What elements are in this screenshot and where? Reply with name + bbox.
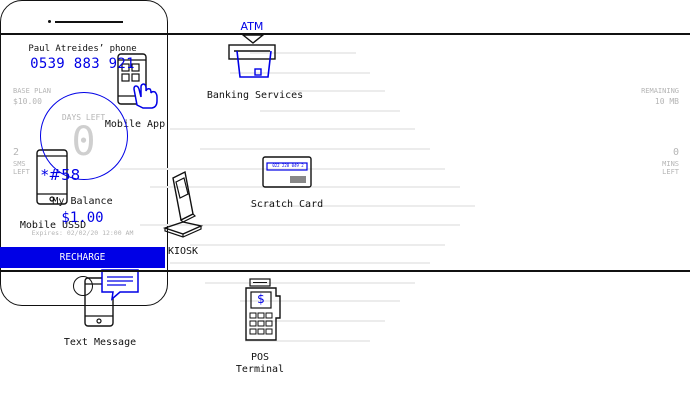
stripe — [250, 205, 475, 207]
camera-dot — [48, 20, 51, 23]
stripe — [120, 168, 445, 170]
sms-value: 2 — [13, 147, 20, 158]
kiosk-icon — [162, 170, 204, 238]
days-left-value: 0 — [71, 119, 96, 165]
mobile-app-label: Mobile App — [104, 119, 166, 130]
scratch-card-icon — [262, 156, 312, 188]
mins-value: 0 — [672, 147, 679, 158]
stripe — [245, 340, 370, 342]
speaker-line — [55, 21, 123, 23]
base-plan-value: $10.00 — [13, 97, 42, 106]
stripe — [205, 282, 415, 284]
pos-terminal-icon — [245, 278, 281, 341]
stripe — [260, 110, 400, 112]
stripe — [250, 52, 356, 54]
pos-dollar-symbol: $ — [257, 292, 265, 306]
phone-bottom-divider — [0, 270, 690, 272]
stripe — [190, 244, 445, 246]
stripe — [170, 128, 415, 130]
atm-sign: ATM — [240, 20, 264, 33]
base-plan-label: BASE PLAN — [13, 87, 51, 95]
stripe — [230, 72, 370, 74]
stripe — [240, 300, 400, 302]
banking-services-label: Banking Services — [206, 90, 304, 101]
pos-label-line1: POS — [250, 352, 270, 363]
days-left-label: DAYS LEFT — [61, 113, 106, 122]
balance-value: $1.00 — [61, 210, 104, 226]
mobile-app-icon — [117, 53, 158, 109]
kiosk-label: KIOSK — [167, 246, 199, 257]
card-number: 022 228 049 2 — [272, 163, 304, 168]
phone-top-divider — [0, 33, 690, 35]
mobile-ussd-label: Mobile USSD — [19, 220, 87, 231]
balance-label: My Balance — [52, 196, 113, 207]
stripe — [200, 148, 430, 150]
stripe — [290, 90, 385, 92]
pos-label-line2: Terminal — [235, 364, 285, 375]
expires-text: Expires: 02/02/20 12:00 AM — [31, 229, 134, 237]
days-left-circle: DAYS LEFT 0 — [40, 92, 128, 180]
home-button[interactable] — [73, 276, 93, 296]
mins-left-label: LEFT — [662, 168, 679, 176]
text-message-label: Text Message — [63, 337, 137, 348]
stripe — [170, 262, 430, 264]
sms-label: SMS — [13, 160, 26, 168]
scratch-card-label: Scratch Card — [250, 199, 324, 210]
remaining-value: 10 MB — [654, 97, 679, 106]
text-message-icon — [84, 269, 139, 327]
stripe — [140, 224, 460, 226]
phone-mockup: Paul Atreides’ phone 0539 883 921 BASE P… — [0, 0, 690, 306]
atm-icon — [228, 34, 276, 78]
sms-left-label: LEFT — [13, 168, 30, 176]
mins-label: MINS — [662, 160, 679, 168]
recharge-button[interactable]: RECHARGE — [0, 247, 165, 268]
stripe — [260, 320, 385, 322]
phone-owner-title: Paul Atreides’ phone — [28, 44, 137, 54]
phone-number: 0539 883 921 — [30, 56, 135, 72]
remaining-label: REMAINING — [641, 87, 679, 95]
